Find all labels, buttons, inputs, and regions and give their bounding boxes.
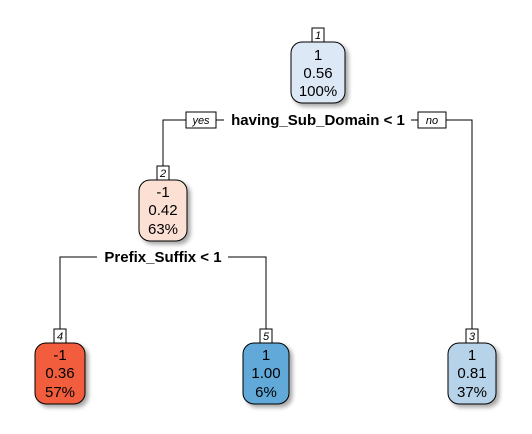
node-box-5 [242, 342, 290, 405]
edge-2-5 [228, 256, 267, 342]
tree-node-2: 2 -1 0.42 63% [138, 165, 188, 242]
edge-2-4 [59, 256, 97, 342]
node-box-3 [447, 342, 497, 405]
node-pct-4: 57% [45, 384, 75, 401]
node-class-5: 1 [262, 347, 270, 364]
node-prob-5: 1.00 [251, 365, 280, 382]
svg-text:no: no [426, 115, 438, 127]
tree-node-4: 4 -1 0.36 57% [34, 328, 86, 405]
node-box-2 [138, 179, 188, 242]
node-pct-1: 100% [299, 83, 337, 100]
node-box-1 [290, 41, 346, 104]
node-class-3: 1 [468, 347, 476, 364]
branch-tag-no: no [417, 111, 447, 129]
node-number-3: 3 [469, 331, 476, 343]
node-number-4: 4 [57, 331, 63, 343]
tree-node-5: 5 1 1.00 6% [242, 328, 290, 405]
split-label-left: Prefix_Suffix < 1 [104, 249, 221, 266]
node-prob-2: 0.42 [148, 202, 177, 219]
node-prob-4: 0.36 [45, 365, 74, 382]
edge-1-3 [446, 119, 473, 342]
svg-text:yes: yes [191, 115, 210, 127]
node-pct-3: 37% [457, 384, 487, 401]
node-class-4: -1 [53, 347, 66, 364]
node-prob-3: 0.81 [457, 365, 486, 382]
node-pct-5: 6% [255, 384, 277, 401]
node-number-1: 1 [315, 30, 321, 42]
node-number-2: 2 [159, 168, 166, 180]
branch-tag-yes: yes [185, 111, 217, 129]
node-class-2: -1 [156, 184, 169, 201]
tree-node-1: 1 1 0.56 100% [290, 27, 346, 104]
split-label-root: having_Sub_Domain < 1 [231, 112, 405, 129]
node-box-4 [34, 342, 86, 405]
edge-1-2 [162, 119, 186, 181]
node-class-1: 1 [314, 47, 322, 64]
node-prob-1: 0.56 [303, 65, 332, 82]
node-number-5: 5 [263, 331, 270, 343]
tree-edges [59, 119, 473, 342]
node-pct-2: 63% [148, 221, 178, 238]
tree-node-3: 3 1 0.81 37% [447, 328, 497, 405]
